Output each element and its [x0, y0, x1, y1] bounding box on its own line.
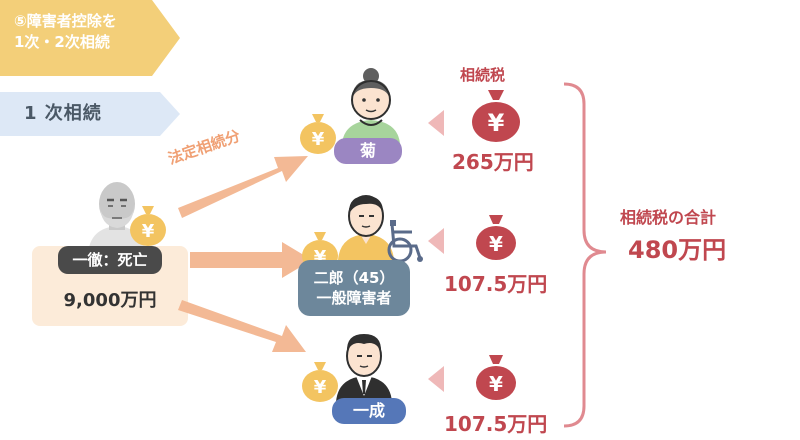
svg-text:¥: ¥: [489, 232, 503, 256]
heir-jiro-status: 一般障害者: [316, 289, 392, 307]
yen-bag-icon: ¥: [476, 355, 516, 400]
heir1-money-bag-icon: ¥: [300, 114, 336, 154]
heir-kiku-tag: 菊: [334, 138, 402, 164]
title-line-2: 1次・2次相続: [14, 33, 110, 51]
estate-amount: 9,000万円: [63, 290, 157, 311]
heir-issei-tag: 一成: [332, 398, 406, 424]
svg-text:¥: ¥: [142, 221, 155, 242]
svg-text:¥: ¥: [314, 377, 327, 398]
tax-pointer-1: [428, 110, 444, 136]
total-tax-label: 相続税の合計: [620, 208, 717, 227]
tax-header: 相続税: [460, 66, 506, 84]
decedent-name-tag: 一徹：死亡: [58, 246, 162, 274]
grandmother-icon: [342, 68, 400, 144]
arrow-to-kiku: [178, 156, 308, 218]
tax-amount-kiku: 265万円: [452, 150, 534, 174]
wheelchair-icon: [387, 220, 423, 263]
svg-text:¥: ¥: [488, 109, 505, 137]
man-icon: [338, 195, 394, 260]
tax-amount-issei: 107.5万円: [444, 412, 548, 436]
total-tax-amount: 480万円: [628, 236, 727, 264]
tax-amount-jiro: 107.5万円: [444, 272, 548, 296]
title-line-1: ⑤障害者控除を: [14, 12, 117, 30]
yen-bag-icon: ¥: [476, 215, 516, 260]
young-man-icon: [336, 334, 392, 402]
section-tag: 1 次相続: [0, 92, 180, 136]
heir-jiro-name: 二郎（45）: [313, 269, 395, 287]
heir-jiro-tag: 二郎（45） 一般障害者: [298, 260, 410, 316]
arrow-to-jiro: [190, 242, 312, 278]
svg-text:¥: ¥: [489, 372, 503, 396]
yen-bag-icon: ¥: [472, 90, 520, 142]
arrow-to-issei: [178, 300, 306, 352]
tax-pointer-3: [428, 366, 444, 392]
brace-icon: [563, 82, 607, 428]
heir3-money-bag-icon: ¥: [302, 362, 338, 402]
title-tag: ⑤障害者控除を 1次・2次相続: [0, 0, 180, 76]
tax-pointer-2: [428, 228, 444, 254]
svg-text:¥: ¥: [312, 129, 325, 150]
money-bag-icon: ¥: [130, 206, 166, 246]
